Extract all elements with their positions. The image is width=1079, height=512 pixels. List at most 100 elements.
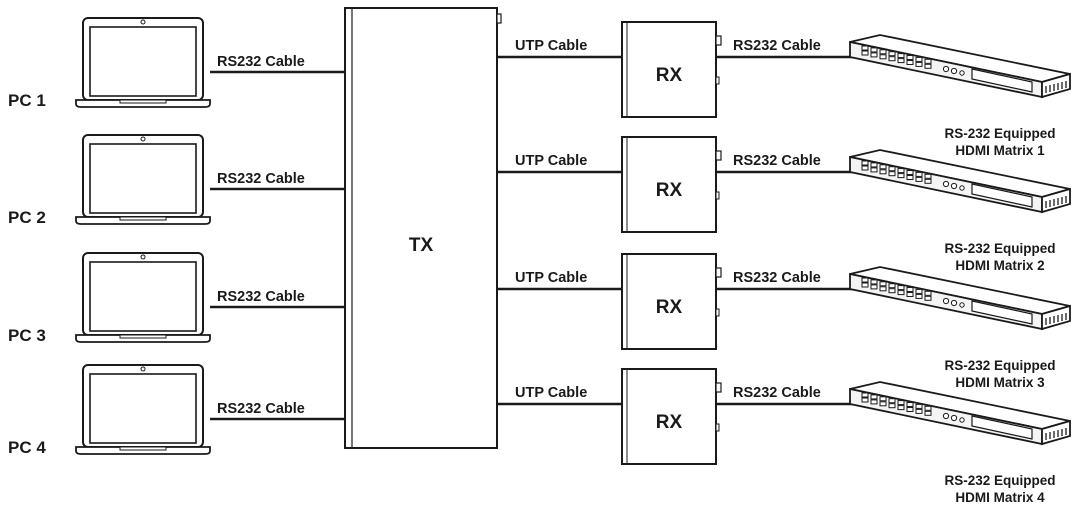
matrix-button [915,171,923,177]
matrix-knob [950,182,958,190]
matrix-knob [950,67,958,75]
laptop-screen [89,373,197,444]
matrix-caption-line2: HDMI Matrix 3 [955,375,1045,390]
matrix-button [888,398,896,404]
laptop-hinge [119,99,167,104]
matrix-knob [950,414,958,422]
matrix-button [879,401,887,407]
matrix-button [915,61,923,67]
rx-port-top [715,150,722,161]
matrix-button [915,176,923,182]
utp-cable-label: UTP Cable [515,270,587,286]
matrix-button [906,55,914,60]
matrix-button [924,63,932,69]
matrix-button [879,281,887,287]
rs232-cable-label: RS232 Cable [733,270,821,286]
matrix-button [888,283,896,289]
matrix-button [888,56,896,62]
rx-box [621,21,717,118]
rx-port-top [715,35,722,46]
matrix-knob [942,65,950,73]
laptop-screen [89,261,197,332]
matrix-button [870,284,878,290]
matrix-button [861,392,869,398]
matrix-button [924,295,932,301]
matrix-button [915,403,923,409]
matrix-knob [942,412,950,420]
rx-label: RX [656,297,683,318]
matrix-button [888,288,896,294]
matrix-button [879,164,887,170]
pc-label: PC 3 [8,326,46,345]
matrix-button [861,165,869,171]
matrix-caption-line2: HDMI Matrix 1 [955,143,1045,158]
matrix-button [897,168,905,174]
matrix-button [906,287,914,292]
rx-box [621,368,717,465]
tx-box [344,7,498,449]
matrix-button [888,51,896,57]
matrix-button [906,407,914,412]
laptop-camera [140,19,146,25]
rx-box [621,253,717,350]
matrix-button [915,288,923,294]
matrix-button [861,397,869,403]
matrix-button [906,60,914,65]
matrix-button [888,403,896,409]
matrix-button [897,285,905,291]
matrix-button [924,405,932,411]
matrix-caption-line1: RS-232 Equipped [944,241,1055,256]
matrix-button [897,400,905,406]
laptop-camera [140,254,146,260]
matrix-button [924,178,932,184]
matrix-display [971,415,1033,440]
matrix-button [861,160,869,166]
pc-label: PC 1 [8,91,46,110]
matrix-button [906,175,914,180]
matrix-knob [959,302,965,308]
tx-unit: TX [344,7,502,449]
matrix-button [924,173,932,179]
matrix-button [870,47,878,53]
matrix-caption-line2: HDMI Matrix 2 [955,258,1044,273]
matrix-button [861,45,869,51]
hdmi-matrix-4 [849,381,1071,446]
matrix-button [879,286,887,292]
matrix-button [924,410,932,416]
matrix-button [861,50,869,56]
hdmi-matrix-1 [849,34,1071,99]
matrix-knob [959,417,965,423]
matrix-button [879,396,887,402]
laptop-camera [140,136,146,142]
matrix-button [870,52,878,58]
pc-1: PC 1 RS232 Cable [8,17,345,110]
matrix-button [879,54,887,60]
matrix-button [915,293,923,299]
matrix-button [897,53,905,59]
matrix-button [906,292,914,297]
matrix-button [915,408,923,414]
matrix-knob [942,297,950,305]
matrix-button [870,399,878,405]
matrix-button [897,405,905,411]
rx-port-bottom [715,76,720,85]
rx-port-bottom [715,308,720,317]
laptop-hinge [119,334,167,339]
matrix-knob [942,180,950,188]
matrix-side [1041,304,1071,331]
matrix-button [906,402,914,407]
matrix-button [870,279,878,285]
rs232-cable-label: RS232 Cable [217,54,305,70]
rx-box [621,136,717,233]
rs232-cable-label: RS232 Cable [733,153,821,169]
laptop-hinge [119,216,167,221]
matrix-button [915,56,923,62]
matrix-button [870,162,878,168]
matrix-button [879,169,887,175]
tx-label: TX [409,235,434,256]
matrix-caption-line1: RS-232 Equipped [944,473,1055,488]
